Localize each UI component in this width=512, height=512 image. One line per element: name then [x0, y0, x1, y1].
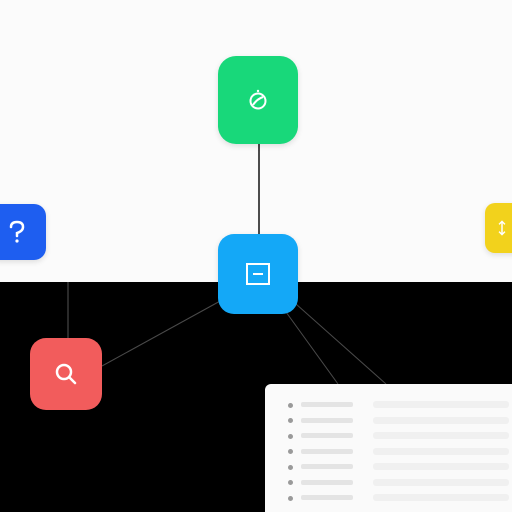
row-label-placeholder: [301, 417, 353, 423]
panel-row[interactable]: [265, 445, 512, 459]
row-value-placeholder: [373, 432, 509, 439]
red-node[interactable]: [30, 338, 102, 410]
panel-row[interactable]: [265, 460, 512, 474]
row-label-placeholder: [301, 433, 353, 438]
row-label-placeholder: [301, 495, 353, 500]
row-bullet: [288, 495, 293, 501]
row-value-placeholder: [373, 478, 509, 486]
row-bullet: [288, 480, 293, 485]
row-bullet: [288, 433, 293, 439]
panel-row[interactable]: [265, 476, 512, 490]
row-bullet: [288, 449, 293, 454]
row-value-placeholder: [373, 416, 509, 424]
blue-node[interactable]: [218, 234, 298, 314]
row-bullet: [288, 464, 293, 470]
row-label-placeholder: [301, 448, 353, 454]
question-mark-icon: [9, 220, 25, 243]
row-bullet: [288, 402, 293, 408]
row-label-placeholder: [301, 479, 353, 485]
panel-row[interactable]: [265, 414, 512, 428]
panel-row[interactable]: [265, 429, 512, 443]
arrows-icon: [498, 220, 506, 236]
green-node[interactable]: [218, 56, 298, 144]
details-panel: [265, 384, 512, 512]
yellow-node[interactable]: [485, 203, 512, 253]
row-value-placeholder: [373, 447, 509, 455]
row-value-placeholder: [373, 494, 509, 501]
row-value-placeholder: [373, 401, 509, 408]
row-label-placeholder: [301, 464, 353, 469]
search-icon: [55, 363, 77, 385]
blue-left-node[interactable]: [0, 204, 46, 260]
panel-row[interactable]: [265, 398, 512, 412]
minus-square-icon: [246, 263, 270, 285]
row-bullet: [288, 418, 293, 423]
row-value-placeholder: [373, 463, 509, 470]
row-label-placeholder: [301, 402, 353, 407]
leaf-outline-icon: [249, 89, 267, 110]
panel-row[interactable]: [265, 491, 512, 505]
